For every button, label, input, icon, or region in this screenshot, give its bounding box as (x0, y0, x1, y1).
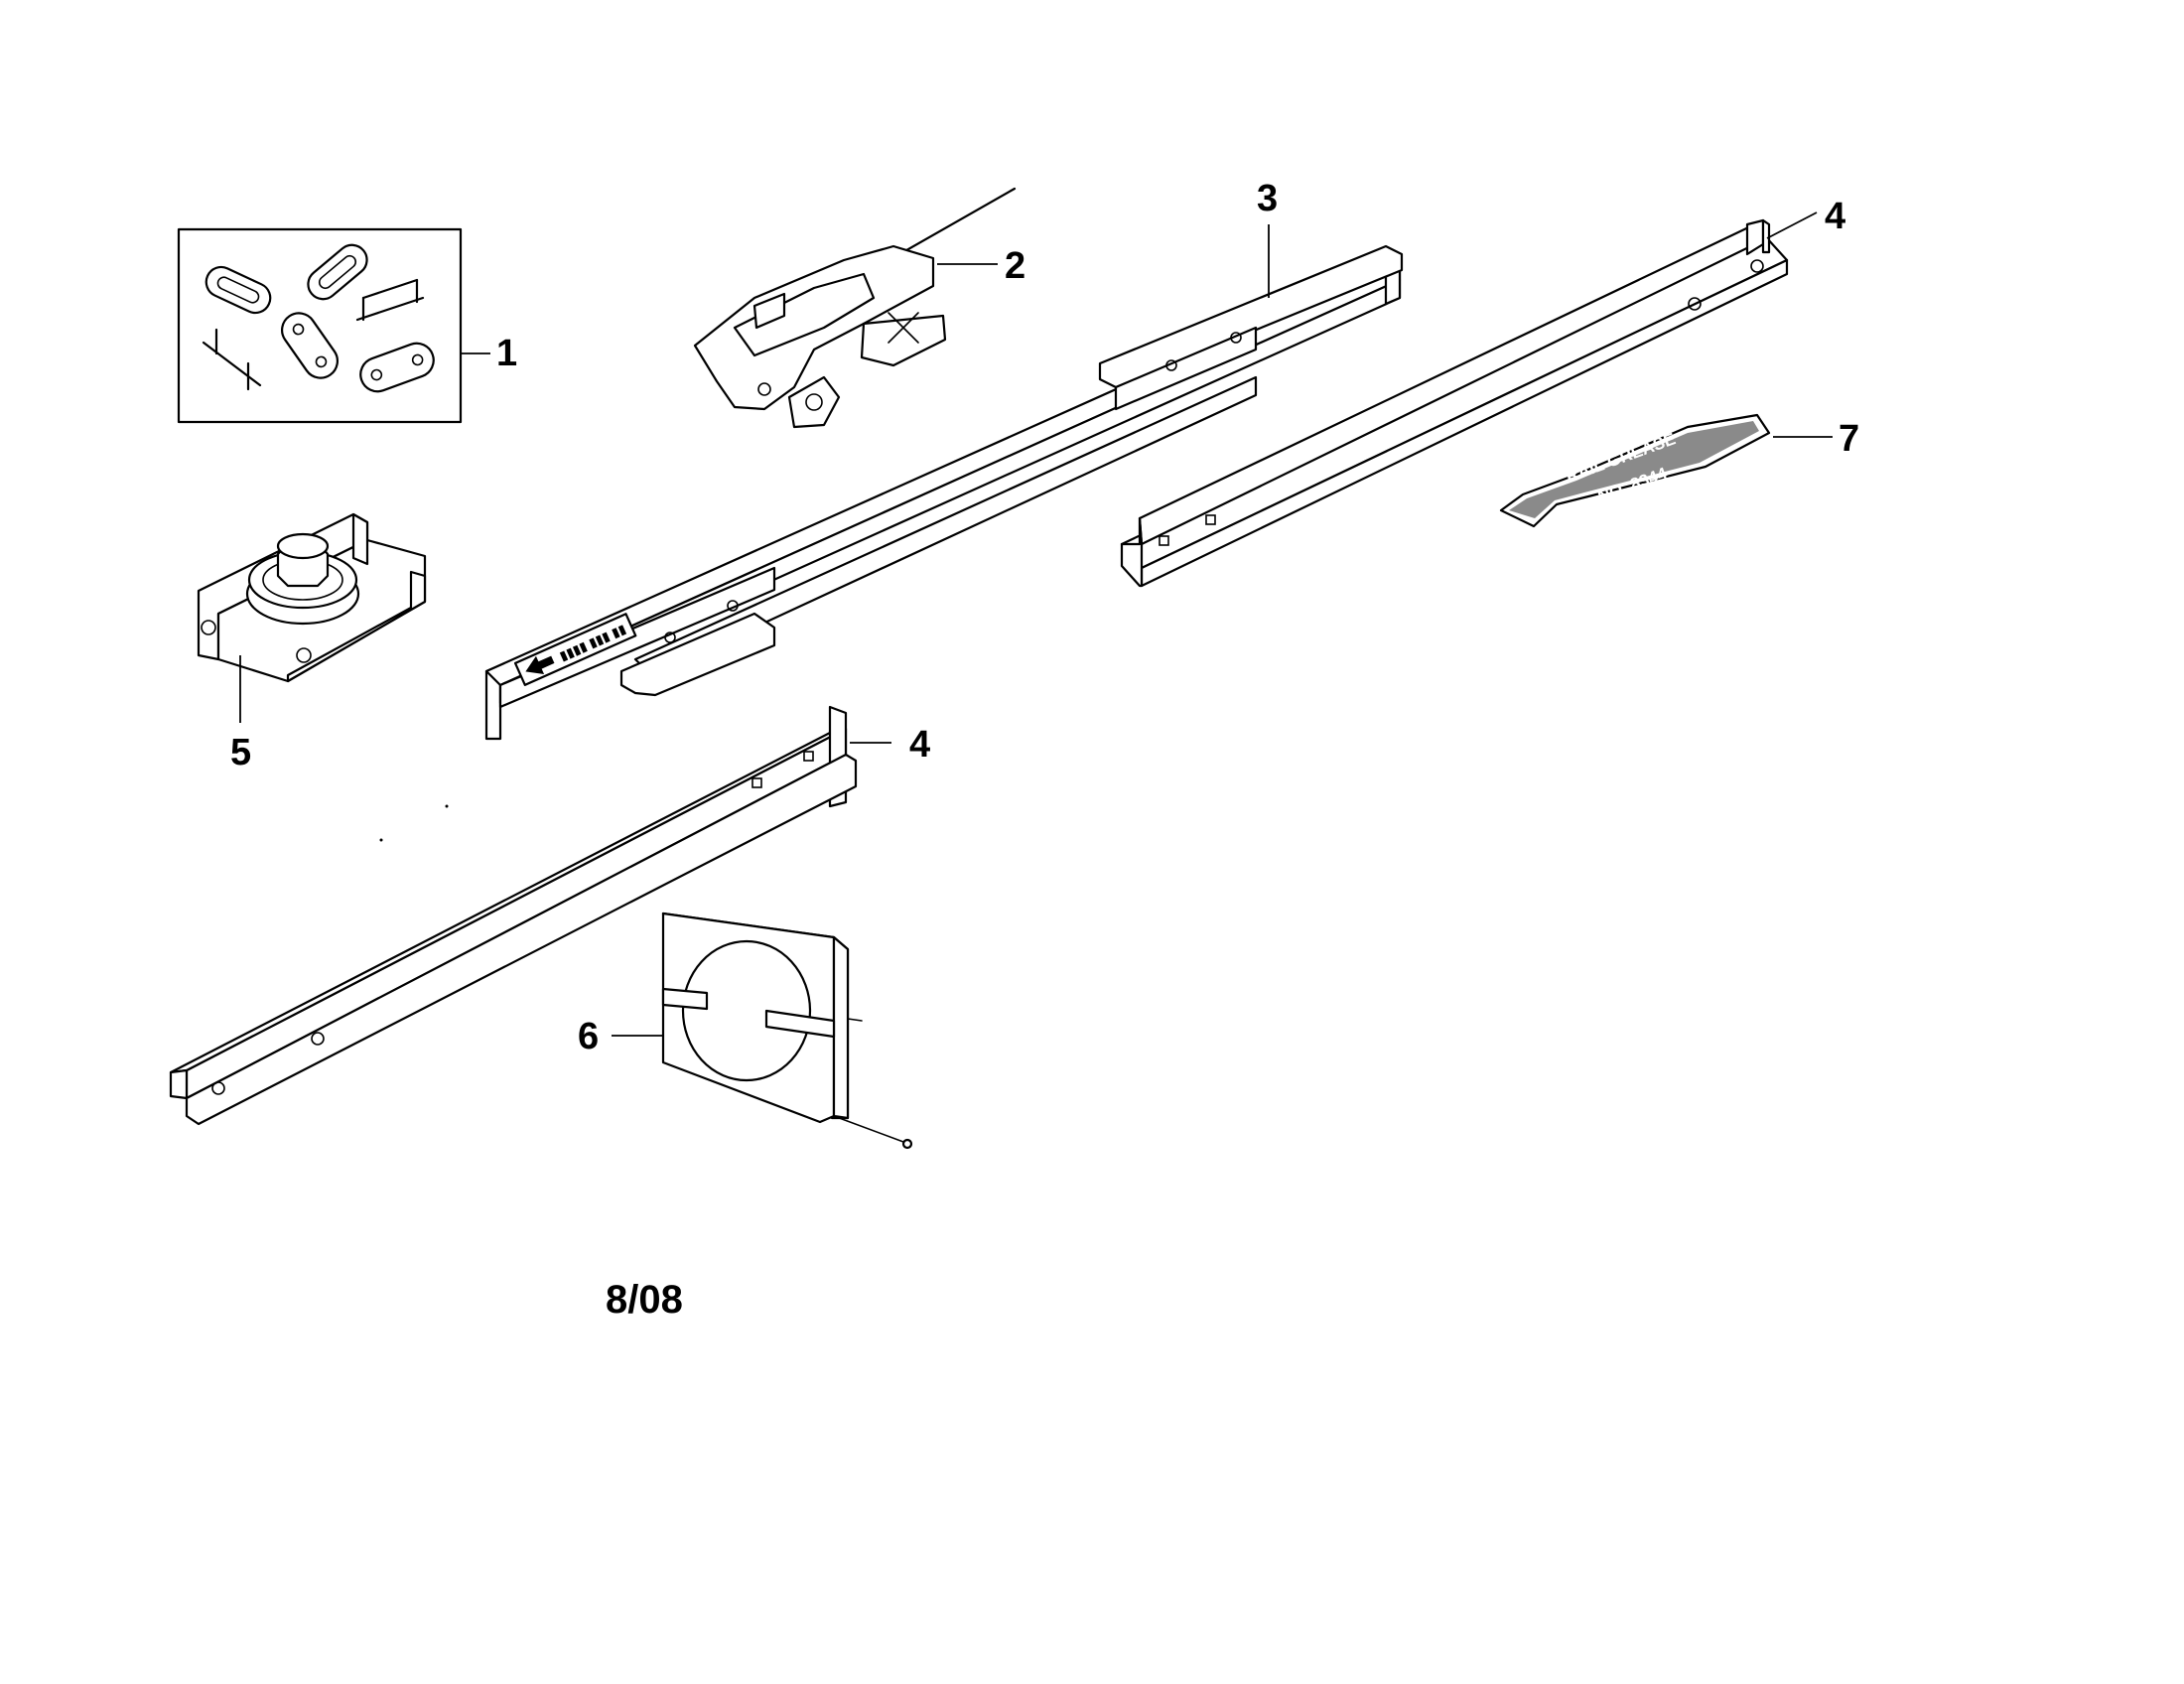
part-5-idler-pulley (197, 512, 427, 683)
callout-7: 7 (1839, 418, 1859, 460)
chain-link-2 (307, 243, 368, 301)
date-code: 8/08 (606, 1278, 683, 1322)
callout-1: 1 (496, 333, 517, 374)
chain-link-1 (205, 265, 272, 315)
master-link-pin-1 (355, 278, 425, 322)
part-7-rail-grease: RAIL GREASE NO. 8344 (1499, 413, 1771, 528)
part-6-cover (661, 912, 913, 1150)
callout-4-lower: 4 (909, 724, 930, 766)
part-4-rail-lower (169, 705, 858, 1126)
part-3-rail-with-slides: ▮▮▮▮ ▮▮▮ ▮▮ (484, 244, 1404, 741)
callout-2: 2 (1005, 245, 1025, 287)
link-plate-2 (359, 342, 435, 393)
pulley-wheel (245, 532, 360, 626)
master-link-pin-2 (202, 328, 262, 391)
link-plate-1 (281, 312, 339, 379)
callout-5: 5 (230, 732, 251, 773)
part-2-trolley (693, 187, 1017, 429)
callout-3: 3 (1257, 178, 1278, 219)
leader-lines (239, 211, 1833, 1037)
callout-4-upper: 4 (1825, 196, 1845, 237)
callout-6: 6 (578, 1016, 599, 1057)
part-1-master-link-kit (177, 227, 463, 424)
part-4-rail-upper (1120, 218, 1789, 588)
